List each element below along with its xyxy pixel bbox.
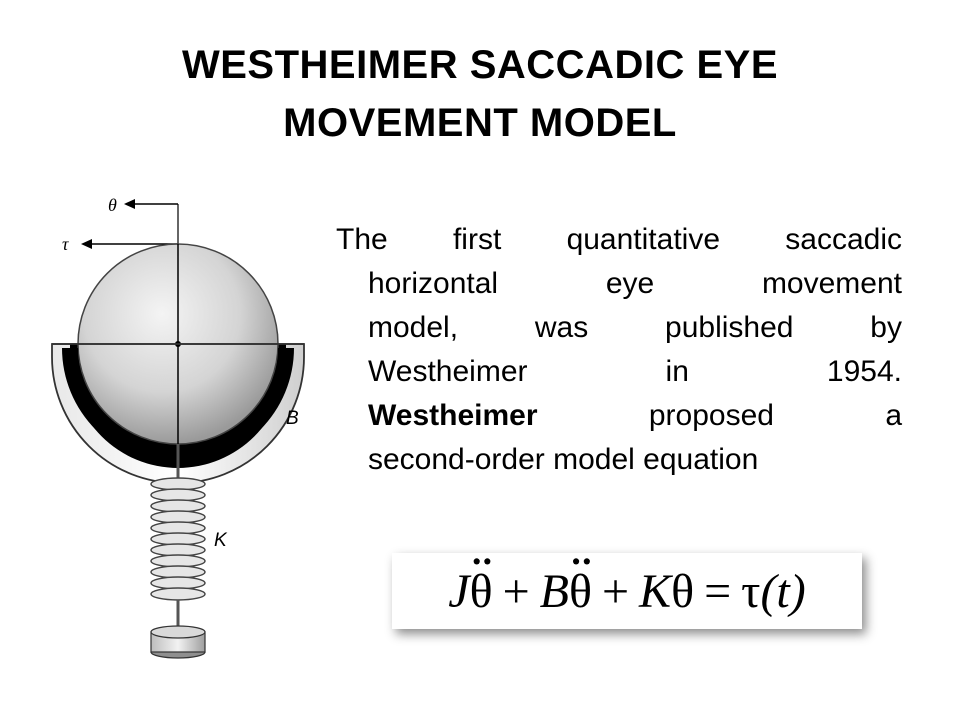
equation-tau: τ <box>741 564 761 618</box>
equation-theta-dot: θ <box>569 540 592 619</box>
equation-theta: θ <box>671 564 695 618</box>
body-paragraph: The first quantitative saccadic horizont… <box>336 218 902 482</box>
equation-theta-double-dot: θ <box>470 540 493 619</box>
body-line-2: horizontal eye movement <box>368 267 902 300</box>
stiffness-label: K <box>214 530 228 551</box>
model-equation: J θ + B θ + K θ = τ (t) <box>392 540 862 629</box>
slide-title: WESTHEIMER SACCADIC EYE MOVEMENT MODEL <box>80 36 880 152</box>
damping-label: B <box>286 408 299 429</box>
eye-model-svg: θ τ B <box>51 195 305 659</box>
body-line-5-rest: proposed a <box>537 399 902 432</box>
equation-b: B <box>539 564 569 618</box>
equation-plus-2: + <box>601 564 630 618</box>
equation-equals: = <box>704 564 732 618</box>
tau-arrow-head <box>81 239 92 249</box>
base-weight-top <box>150 625 206 639</box>
spring <box>150 477 206 601</box>
body-line-1: The first quantitative saccadic <box>336 223 902 256</box>
tau-label: τ <box>62 234 69 254</box>
equation-plus-1: + <box>502 564 530 618</box>
theta-arrow-head <box>124 199 135 209</box>
equation-j: J <box>448 564 470 618</box>
theta-label: θ <box>108 195 117 215</box>
body-line-6: second-order model equation <box>368 443 759 476</box>
body-line-3: model, was published by <box>368 311 902 344</box>
viscous-fluid-crescent <box>62 348 294 464</box>
slide-title-line-1: WESTHEIMER SACCADIC EYE <box>182 43 778 87</box>
body-line-4: Westheimer in 1954. <box>368 355 902 388</box>
body-line-5: Westheimer proposed a <box>336 394 902 438</box>
slide-title-line-2: MOVEMENT MODEL <box>283 101 677 145</box>
eye-model-diagram: θ τ B <box>40 182 330 662</box>
equation-k: K <box>639 564 672 618</box>
body-line-5-bold: Westheimer <box>368 399 538 432</box>
equation-t-argument: (t) <box>760 564 806 618</box>
